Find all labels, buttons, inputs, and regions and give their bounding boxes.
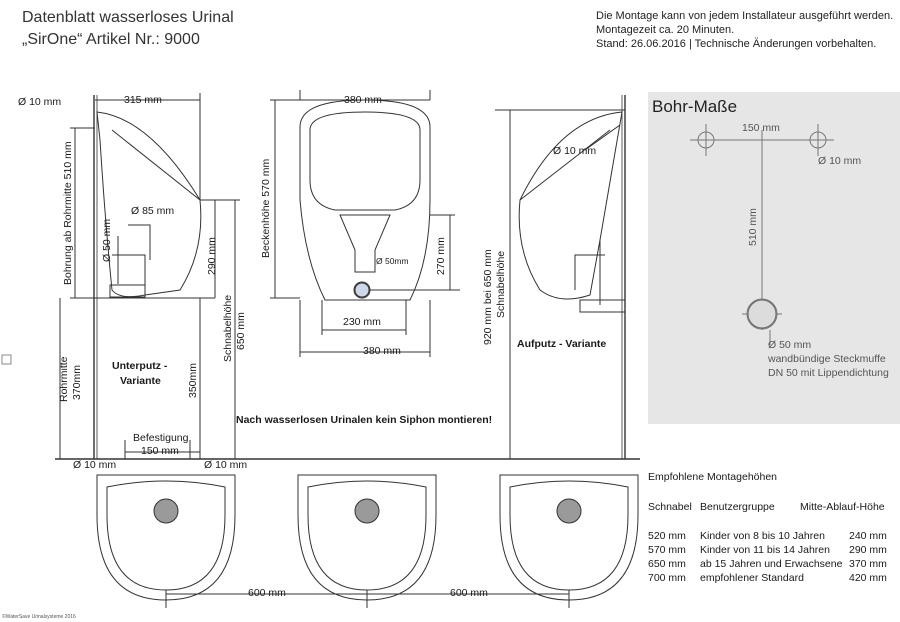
table-cell: Kinder von 8 bis 10 Jahren	[700, 530, 825, 542]
table-cell: 570 mm	[648, 544, 686, 556]
drain-circle-1	[153, 498, 179, 524]
table-cell: 520 mm	[648, 530, 686, 542]
table-header-hoehe: Mitte-Ablauf-Höhe	[800, 501, 885, 513]
dim-schnabel-650: 650 mm	[235, 312, 247, 350]
drain-circle-3	[556, 498, 582, 524]
dim-schnabel: Schnabelhöhe	[222, 294, 234, 362]
dim-distance-2: 600 mm	[450, 587, 488, 599]
warning-text: Nach wasserlosen Urinalen kein Siphon mo…	[236, 414, 493, 426]
table-cell: 290 mm	[849, 544, 887, 556]
bohr-drain-circle	[747, 299, 777, 329]
dim-dia-50: Ø 50 mm	[101, 218, 113, 262]
dim-front-380-top: 380 mm	[344, 94, 382, 106]
dim-bohrung: Bohrung ab Rohrmitte 510 mm	[62, 141, 74, 285]
left-urinal-side	[59, 93, 240, 459]
bohr-panel	[648, 92, 900, 424]
dim-350: 350mm	[187, 362, 199, 398]
table-cell: empfohlener Standard	[700, 572, 804, 584]
dim-dia-85: Ø 85 mm	[131, 205, 175, 217]
dim-dia-10: Ø 10 mm	[18, 96, 62, 108]
table-header-schnabel: Schnabel	[648, 501, 692, 513]
drain-circle-2	[354, 498, 380, 524]
table-header-gruppe: Benutzergruppe	[700, 501, 775, 513]
dim-270: 270 mm	[435, 237, 447, 275]
bohr-dim-510: 510 mm	[747, 208, 759, 246]
dim-right-schnabel: Schnabelhöhe	[495, 250, 507, 318]
front-drain-circle	[354, 282, 370, 298]
bottom-bowls	[96, 474, 639, 608]
front-urinal-view	[270, 90, 460, 357]
dim-dia-10-right: Ø 10 mm	[204, 459, 248, 471]
table-cell: 240 mm	[849, 530, 887, 542]
bohr-title: Bohr-Maße	[652, 97, 738, 116]
variant-aufputz: Aufputz - Variante	[517, 338, 607, 350]
table-cell: 650 mm	[648, 558, 686, 570]
variant-unterputz-2: Variante	[120, 375, 161, 387]
bohr-dim-150: 150 mm	[742, 122, 780, 134]
table-cell: 370 mm	[849, 558, 887, 570]
variant-unterputz-1: Unterputz -	[112, 360, 168, 372]
bohr-dim-dia-50: Ø 50 mm	[768, 339, 812, 351]
dim-front-dia-50: Ø 50mm	[376, 256, 409, 266]
header-note-1: Die Montage kann von jedem Installateur …	[596, 10, 894, 22]
bohr-drawing	[690, 124, 834, 345]
table-cell: 700 mm	[648, 572, 686, 584]
header-note-2: Montagezeit ca. 20 Minuten.	[596, 24, 735, 36]
table-title: Empfohlene Montagehöhen	[648, 471, 778, 483]
table-cell: Kinder von 11 bis 14 Jahren	[700, 544, 830, 556]
header-note-3: Stand: 26.06.2016 | Technische Änderunge…	[596, 38, 877, 50]
dim-front-380-bottom: 380 mm	[363, 345, 401, 357]
dim-315: 315 mm	[124, 94, 162, 106]
dim-right-dia-10: Ø 10 mm	[553, 145, 597, 157]
bohr-steckmuffe: wandbündige Steckmuffe	[768, 353, 886, 365]
dim-rohrmitte-370: 370mm	[71, 364, 83, 400]
dim-230: 230 mm	[343, 316, 381, 328]
footer-copyright: ©WaterSave Urinalsysteme 2016	[2, 614, 76, 620]
dim-height-range: 920 mm bei 650 mm	[482, 249, 494, 345]
bohr-dim-dia-10: Ø 10 mm	[818, 155, 862, 167]
wall-symbol	[1, 354, 12, 365]
label-befestigung: Befestigung	[133, 432, 189, 444]
dim-150: 150 mm	[141, 445, 179, 457]
dim-dia-10-left: Ø 10 mm	[73, 459, 117, 471]
table-cell: ab 15 Jahren und Erwachsene	[700, 558, 843, 570]
bohr-lippendichtung: DN 50 mit Lippendichtung	[768, 367, 889, 379]
dim-distance-1: 600 mm	[248, 587, 286, 599]
right-urinal-side	[495, 95, 626, 459]
title-line-2: „SirOne“ Artikel Nr.: 9000	[22, 31, 200, 48]
table-cell: 420 mm	[849, 572, 887, 584]
dim-rohrmitte: Rohrmitte	[58, 356, 70, 402]
dim-290: 290 mm	[206, 237, 218, 275]
dim-beckenhoehe: Beckenhöhe 570 mm	[260, 158, 272, 258]
title-line-1: Datenblatt wasserloses Urinal	[22, 9, 234, 26]
